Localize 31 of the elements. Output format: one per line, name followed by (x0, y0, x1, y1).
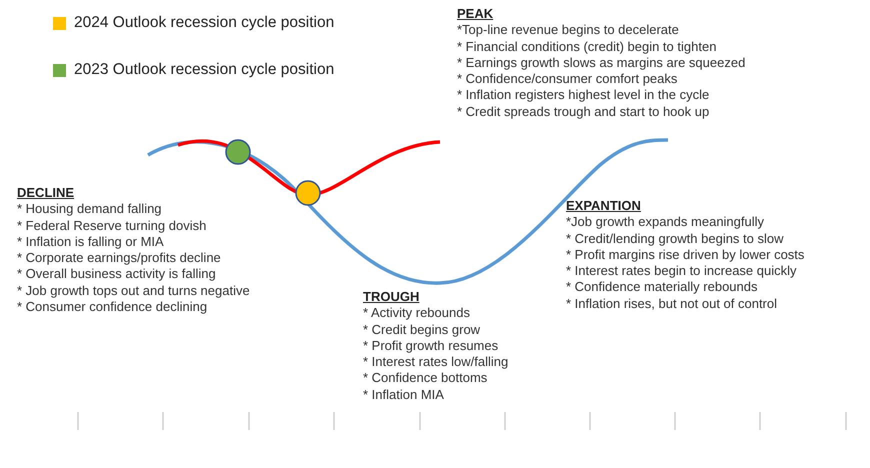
bullet-item: * Overall business activity is falling (17, 266, 216, 283)
bullet-item: * Confidence/consumer comfort peaks (457, 71, 678, 88)
bullet-item: * Earnings growth slows as margins are squeezed (457, 54, 746, 72)
bullet-item: *Job growth expands meaningfully (566, 214, 764, 231)
phase-heading: EXPANTION (566, 198, 641, 214)
bullet-item: * Credit/lending growth begins to slow (566, 230, 784, 247)
bullet-item: * Profit growth resumes (363, 338, 498, 354)
bullet-item: * Financial conditions (credit) begin to tighten (457, 38, 716, 55)
bullet-item: * Housing demand falling (17, 201, 162, 218)
legend-label: 2024 Outlook recession cycle position (74, 14, 334, 32)
bullet-item: * Inflation MIA (363, 386, 444, 404)
bullet-item: * Job growth tops out and turns negative (17, 282, 250, 300)
legend-label: 2023 Outlook recession cycle position (74, 61, 334, 79)
bullet-item: * Federal Reserve turning dovish (17, 218, 206, 234)
bullet-item: * Activity rebounds (363, 305, 470, 322)
bullet-item: * Inflation is falling or MIA (17, 234, 164, 250)
bullet-item: * Confidence bottoms (363, 370, 488, 387)
bullet-item: * Profit margins rise driven by lower costs (566, 246, 804, 264)
phase-heading: DECLINE (17, 185, 74, 202)
bullet-item: * Corporate earnings/profits decline (17, 250, 221, 266)
bullet-item: * Inflation rises, but not out of control (566, 296, 778, 312)
bullet-item: *Top-line revenue begins to decelerate (457, 22, 679, 39)
phase-heading: TROUGH (363, 289, 420, 306)
bullet-item: * Interest rates begin to increase quickly (566, 263, 797, 280)
phase-heading: PEAK (457, 6, 494, 22)
bullet-item: * Credit spreads trough and start to hook up (457, 104, 710, 120)
bullet-item: * Inflation registers highest level in the cycle (457, 87, 710, 104)
bullet-item: * Credit begins grow (363, 322, 480, 338)
bullet-item: * Confidence materially rebounds (566, 279, 758, 296)
bullet-item: * Interest rates low/falling (363, 354, 508, 370)
bullet-item: * Consumer confidence declining (17, 299, 208, 316)
